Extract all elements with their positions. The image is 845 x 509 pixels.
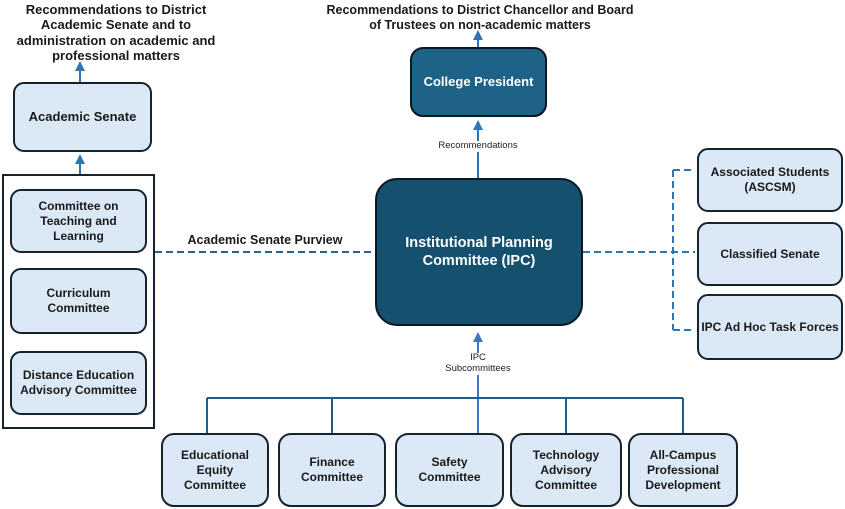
node-finance-committee: Finance Committee <box>278 433 386 507</box>
node-college-president: College President <box>410 47 547 117</box>
subcommittee-bus <box>206 397 684 433</box>
arrow-academic-senate-to-note <box>75 61 85 82</box>
recommendations-wire-label: Recommendations <box>430 140 526 152</box>
node-safety-committee: Safety Committee <box>395 433 504 507</box>
node-distance-education-advisory: Distance Education Advisory Committee <box>10 351 147 415</box>
node-educational-equity-committee: Educational Equity Committee <box>161 433 269 507</box>
ipc-subcommittees-wire-label: IPC Subcommittees <box>438 352 518 375</box>
node-curriculum-committee: Curriculum Committee <box>10 268 147 334</box>
node-classified-senate: Classified Senate <box>697 222 843 286</box>
arrow-subcommittees-to-ipc <box>473 332 483 433</box>
dashed-right-links <box>583 169 695 331</box>
node-technology-advisory-committee: Technology Advisory Committee <box>510 433 622 507</box>
node-associated-students: Associated Students (ASCSM) <box>697 148 843 212</box>
node-all-campus-professional-development: All-Campus Professional Development <box>628 433 738 507</box>
arrow-ipc-to-college-president <box>473 120 483 178</box>
node-ipc-ad-hoc-task-forces: IPC Ad Hoc Task Forces <box>697 294 843 360</box>
node-academic-senate: Academic Senate <box>13 82 152 152</box>
purview-label: Academic Senate Purview <box>187 233 343 247</box>
arrow-subcommittee-group-to-academic-senate <box>75 154 85 174</box>
note-academic-recommendations: Recommendations to District Academic Sen… <box>16 2 216 63</box>
node-institutional-planning-committee: Institutional Planning Committee (IPC) <box>375 178 583 326</box>
node-committee-teaching-learning: Committee on Teaching and Learning <box>10 189 147 253</box>
note-chancellor-recommendations: Recommendations to District Chancellor a… <box>326 3 634 32</box>
arrow-college-president-to-note <box>473 30 483 47</box>
